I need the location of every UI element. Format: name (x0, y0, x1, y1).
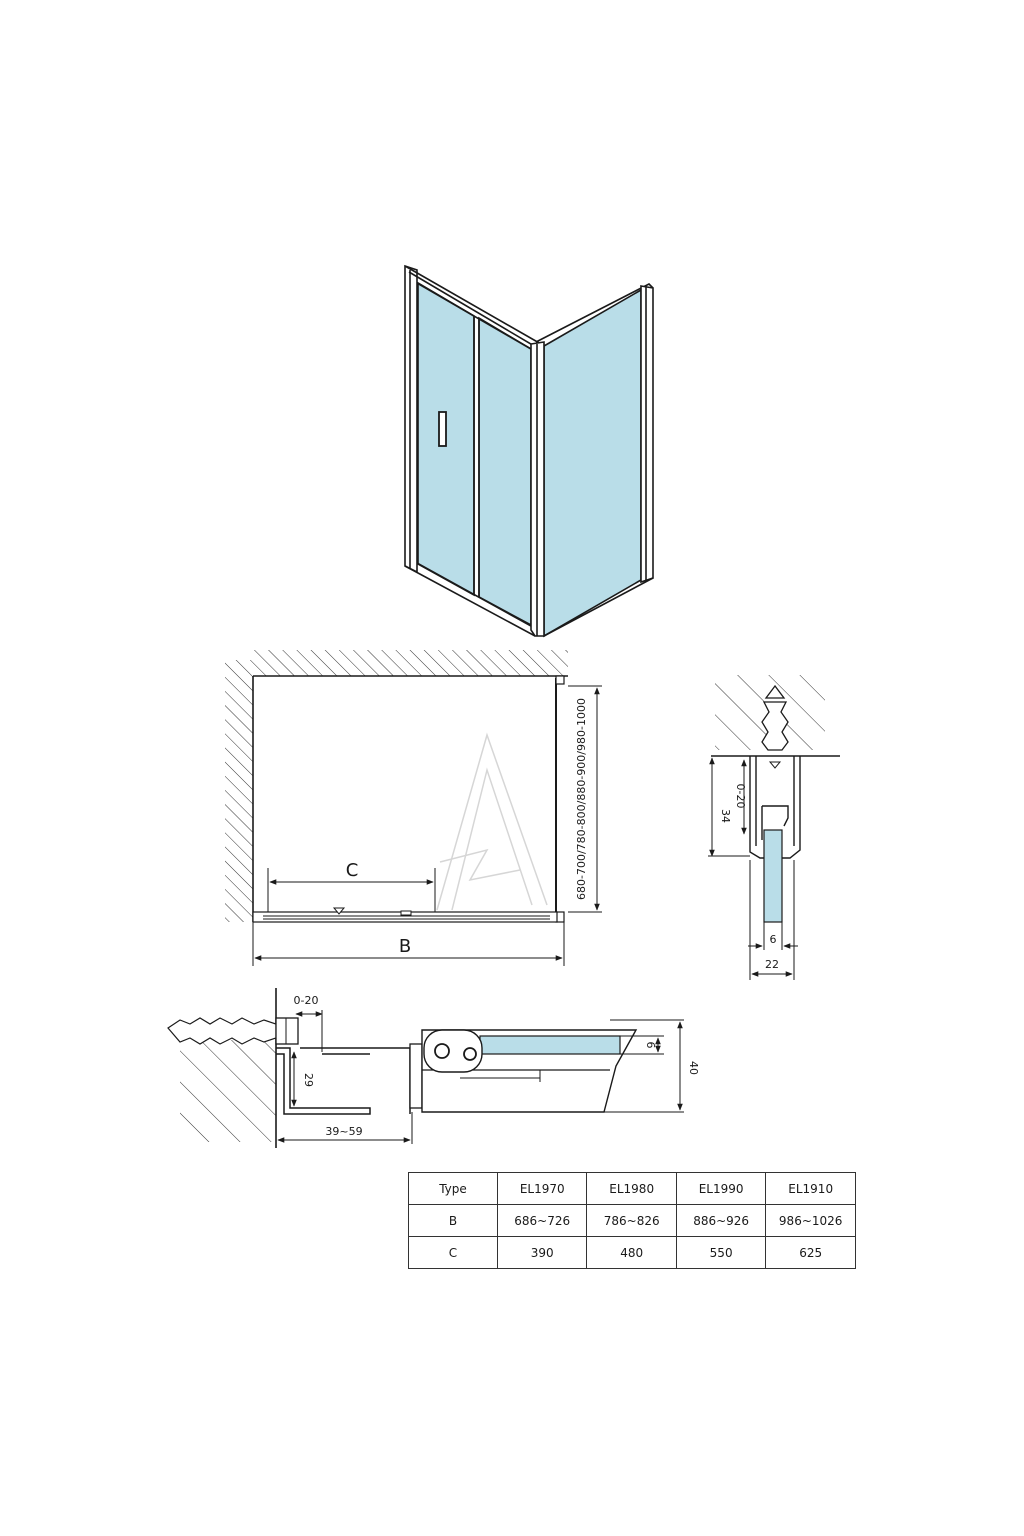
table-cell: 986~1026 (765, 1204, 856, 1237)
glass-pane-section (479, 1035, 621, 1055)
table-cell: Type (408, 1172, 498, 1205)
table-cell: 886~926 (675, 1204, 767, 1237)
dimension-table: Type EL1970 EL1980 EL1990 EL1910 B 686~7… (408, 1172, 856, 1269)
table-cell: 480 (586, 1236, 677, 1269)
wall-profile-section (276, 1047, 411, 1115)
table-cell: 625 (765, 1236, 856, 1269)
isometric-view (404, 264, 654, 638)
table-cell: EL1910 (765, 1172, 856, 1205)
table-cell: 550 (675, 1236, 767, 1269)
plan-view: C B 680-700/780-800/880-900/980-1000 (225, 650, 602, 966)
dim-6-label: 6 (770, 933, 777, 946)
table-header-row: Type EL1970 EL1980 EL1990 EL1910 (408, 1172, 856, 1205)
table-cell: EL1980 (586, 1172, 677, 1205)
dim-b-label: B (399, 936, 411, 957)
table-cell: B (408, 1204, 498, 1237)
table-cell: C (408, 1236, 498, 1269)
table-cell: 390 (496, 1236, 588, 1269)
wall-profile-right (640, 285, 654, 584)
door-handle (438, 411, 447, 447)
dim-22-label: 22 (765, 958, 779, 971)
glass-pane (763, 829, 783, 923)
wall-dowel-horizontal (167, 1017, 277, 1045)
table-cell: 786~826 (586, 1204, 677, 1237)
table-cell: EL1990 (675, 1172, 767, 1205)
dim-c-label: C (346, 860, 359, 881)
section-detail: 0-20 29 39~59 6 40 (167, 988, 700, 1148)
door-panel-right (478, 316, 532, 627)
table-row: C 390 480 550 625 (408, 1236, 856, 1269)
wall-profile-left (404, 264, 418, 574)
watermark-logo (436, 732, 548, 911)
section-glass-label: 6 (644, 1042, 657, 1049)
section-height-label: 29 (302, 1073, 315, 1087)
dim-020-label: 0-20 (734, 784, 747, 809)
dim-34-label: 34 (719, 809, 732, 823)
side-panel (543, 288, 642, 638)
section-adjust-label: 0-20 (294, 994, 319, 1007)
roller-wheel-icon (434, 1043, 450, 1059)
section-total-label: 40 (687, 1061, 700, 1075)
table-cell: EL1970 (496, 1172, 588, 1205)
section-range-label: 39~59 (325, 1125, 362, 1138)
dim-height-label: 680-700/780-800/880-900/980-1000 (575, 698, 588, 900)
table-cell: 686~726 (496, 1204, 588, 1237)
profile-detail: 34 0-20 6 22 (708, 675, 840, 980)
wall-dowel (761, 684, 789, 751)
table-row: B 686~726 786~826 886~926 986~1026 (408, 1204, 856, 1237)
